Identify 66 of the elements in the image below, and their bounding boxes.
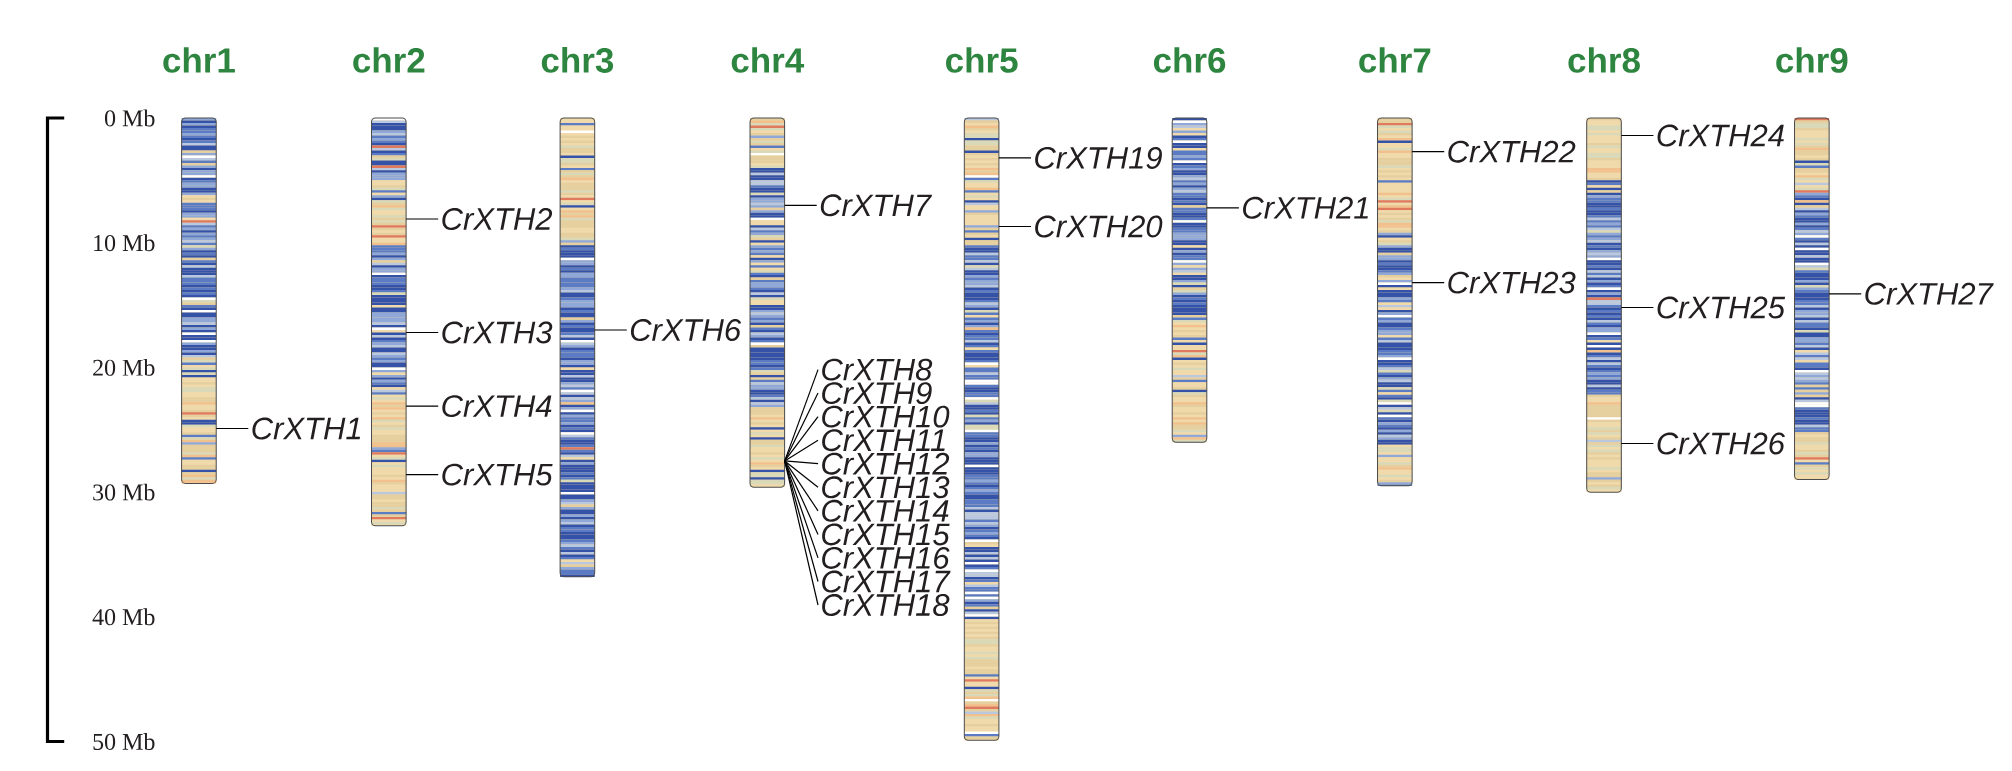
leader-line	[594, 329, 628, 331]
gene-label: CrXTH11	[822, 429, 945, 452]
gene-label: CrXTH19	[1035, 146, 1162, 169]
chromosome-label: chr2	[353, 47, 425, 73]
gene-label: CrXTH12	[822, 452, 950, 475]
leader-line	[784, 392, 819, 462]
leader-line	[215, 427, 249, 430]
gene-label: CrXTH4	[442, 395, 552, 418]
leader-line	[1620, 134, 1654, 137]
scale-label: 10 Mb	[94, 234, 155, 252]
leader-line	[1411, 151, 1445, 153]
gene-label: CrXTH9	[822, 382, 932, 405]
leader-line	[998, 225, 1032, 228]
leader-line	[405, 331, 439, 334]
leader-line	[405, 474, 439, 476]
scale-label: 40 Mb	[92, 608, 155, 626]
chromosome-label: chr4	[731, 47, 805, 73]
gene-label: CrXTH22	[1448, 140, 1576, 163]
gene-label: CrXTH6	[630, 319, 742, 341]
scale-label: 30 Mb	[93, 483, 155, 501]
chromosome-label: chr3	[541, 47, 614, 73]
gene-label: CrXTH25	[1657, 296, 1786, 319]
gene-label: CrXTH20	[1035, 215, 1163, 238]
scale-label: 50 Mb	[93, 733, 155, 750]
chromosome-label: chr6	[1153, 47, 1226, 73]
leader-line	[784, 460, 819, 535]
chromosome-label: chr8	[1568, 47, 1640, 73]
gene-label: CrXTH14	[822, 499, 949, 522]
scale-label: 20 Mb	[93, 358, 155, 376]
chromosome-label: chr5	[946, 47, 1018, 73]
leader-line	[784, 204, 818, 206]
leader-line	[784, 460, 819, 512]
leader-line	[1206, 207, 1240, 209]
gene-label: CrXTH26	[1657, 432, 1785, 455]
leader-line	[784, 416, 819, 462]
leader-line	[405, 405, 439, 407]
leader-line	[1411, 282, 1445, 284]
gene-label: CrXTH21	[1243, 196, 1368, 219]
chromosome-label: chr9	[1776, 47, 1848, 73]
leader-line	[784, 460, 819, 606]
leader-line	[1620, 306, 1654, 309]
leader-line	[998, 157, 1032, 159]
gene-label: CrXTH18	[822, 594, 950, 616]
gene-label: CrXTH3	[442, 321, 553, 344]
gene-label: CrXTH27	[1865, 282, 1994, 305]
gene-label: CrXTH17	[822, 570, 951, 593]
gene-label: CrXTH10	[822, 405, 950, 428]
leader-line	[784, 460, 819, 465]
chromosome-label: chr7	[1359, 47, 1431, 73]
gene-label: CrXTH24	[1657, 124, 1784, 147]
gene-label: CrXTH23	[1448, 271, 1576, 294]
leader-line	[1828, 293, 1862, 295]
gene-label: CrXTH2	[442, 208, 553, 230]
gene-label: CrXTH16	[822, 546, 950, 569]
leader-line	[405, 218, 439, 220]
gene-label: CrXTH7	[820, 194, 932, 217]
leader-line	[784, 460, 819, 488]
chromosome-label: chr1	[163, 47, 235, 73]
gene-label: CrXTH15	[822, 523, 950, 546]
gene-label: CrXTH5	[442, 463, 553, 486]
gene-label: CrXTH1	[252, 417, 361, 440]
leader-line	[1620, 442, 1654, 445]
gene-label: CrXTH13	[822, 476, 950, 499]
gene-label: CrXTH8	[822, 358, 933, 381]
leader-line	[784, 439, 819, 462]
scale-label: 0 Mb	[104, 109, 155, 127]
